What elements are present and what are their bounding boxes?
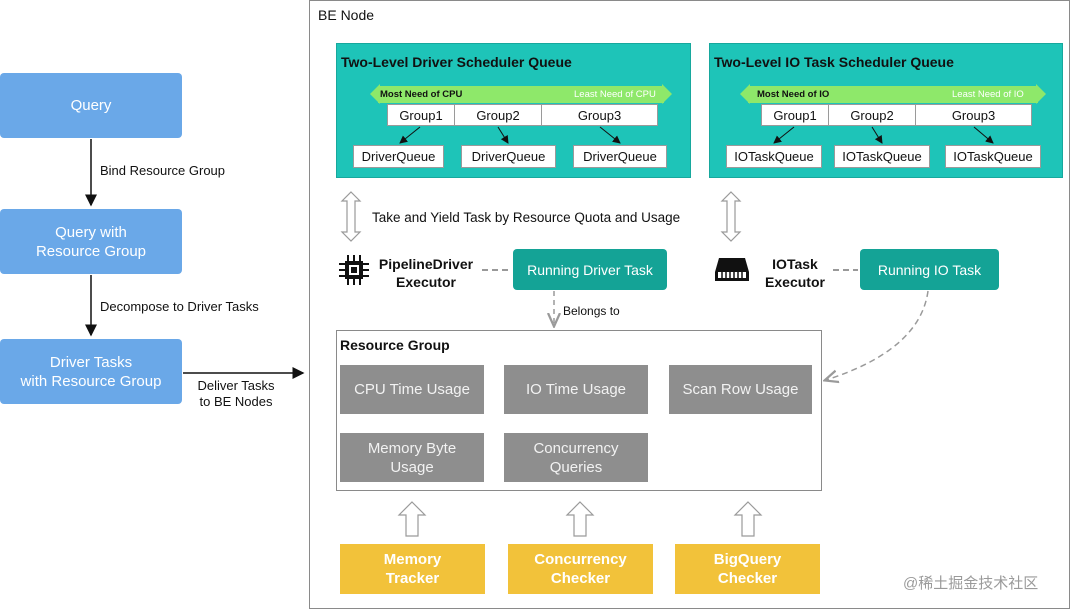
- driver-queue-1: DriverQueue: [353, 145, 444, 168]
- memory-up-arrow: [397, 501, 427, 537]
- hard-disk-icon: [713, 254, 751, 284]
- cpu-chip-icon: [337, 253, 371, 287]
- be-node-container: [309, 0, 1070, 609]
- scan-row-usage: Scan Row Usage: [669, 365, 812, 414]
- query-with-resource-group-label: Query with Resource Group: [35, 223, 147, 260]
- io-bar-right-arrow: [1036, 84, 1046, 104]
- io-group3: Group3: [915, 104, 1032, 126]
- be-node-title: BE Node: [318, 7, 375, 23]
- least-need-cpu-label: Least Need of CPU: [574, 89, 656, 100]
- io-group2: Group2: [828, 104, 916, 126]
- io-task-queue-2: IOTaskQueue: [834, 145, 930, 168]
- concurrency-queries: Concurrency Queries: [504, 433, 648, 482]
- concurrency-up-arrow: [565, 501, 595, 537]
- take-yield-label: Take and Yield Task by Resource Quota an…: [372, 210, 681, 225]
- io-double-arrow: [720, 191, 742, 242]
- query-with-resource-group-box: Query with Resource Group: [0, 209, 182, 274]
- belongs-to-label: Belongs to: [563, 304, 620, 318]
- deliver-tasks-label: Deliver Tasks to BE Nodes: [197, 378, 275, 409]
- driver-double-arrow: [340, 191, 362, 242]
- io-task-executor-label: IOTask Executor: [765, 256, 825, 290]
- cpu-need-bar: [378, 86, 664, 103]
- driver-queue-2: DriverQueue: [461, 145, 556, 168]
- driver-scheduler-title: Two-Level Driver Scheduler Queue: [341, 54, 572, 70]
- least-need-io-label: Least Need of IO: [952, 89, 1024, 100]
- cpu-bar-right-arrow: [662, 84, 672, 104]
- driver-tasks-label: Driver Tasks with Resource Group: [20, 353, 162, 390]
- driver-tasks-box: Driver Tasks with Resource Group: [0, 339, 182, 404]
- query-label: Query: [70, 97, 112, 114]
- most-need-io-label: Most Need of IO: [757, 89, 830, 100]
- query-box: Query: [0, 73, 182, 138]
- io-group1: Group1: [761, 104, 829, 126]
- watermark: @稀土掘金技术社区: [903, 575, 1039, 592]
- running-driver-task-box: Running Driver Task: [513, 249, 667, 290]
- io-task-queue-1: IOTaskQueue: [726, 145, 822, 168]
- most-need-cpu-label: Most Need of CPU: [380, 89, 463, 100]
- pipeline-driver-executor-label: PipelineDriver Executor: [378, 256, 474, 290]
- memory-byte-usage: Memory Byte Usage: [340, 433, 484, 482]
- io-task-queue-3: IOTaskQueue: [945, 145, 1041, 168]
- concurrency-checker-box: Concurrency Checker: [508, 544, 653, 594]
- decompose-label: Decompose to Driver Tasks: [100, 299, 259, 314]
- bigquery-up-arrow: [733, 501, 763, 537]
- driver-group2: Group2: [454, 104, 542, 126]
- memory-tracker-box: Memory Tracker: [340, 544, 485, 594]
- io-time-usage: IO Time Usage: [504, 365, 648, 414]
- io-bar-left-arrow: [740, 84, 750, 104]
- running-io-task-box: Running IO Task: [860, 249, 999, 290]
- bigquery-checker-box: BigQuery Checker: [675, 544, 820, 594]
- io-need-bar: [748, 86, 1038, 103]
- driver-group3: Group3: [541, 104, 658, 126]
- cpu-time-usage: CPU Time Usage: [340, 365, 484, 414]
- cpu-bar-left-arrow: [370, 84, 380, 104]
- bind-resource-group-label: Bind Resource Group: [100, 163, 226, 178]
- driver-queue-3: DriverQueue: [573, 145, 667, 168]
- io-scheduler-title: Two-Level IO Task Scheduler Queue: [714, 54, 954, 70]
- resource-group-title: Resource Group: [340, 337, 450, 353]
